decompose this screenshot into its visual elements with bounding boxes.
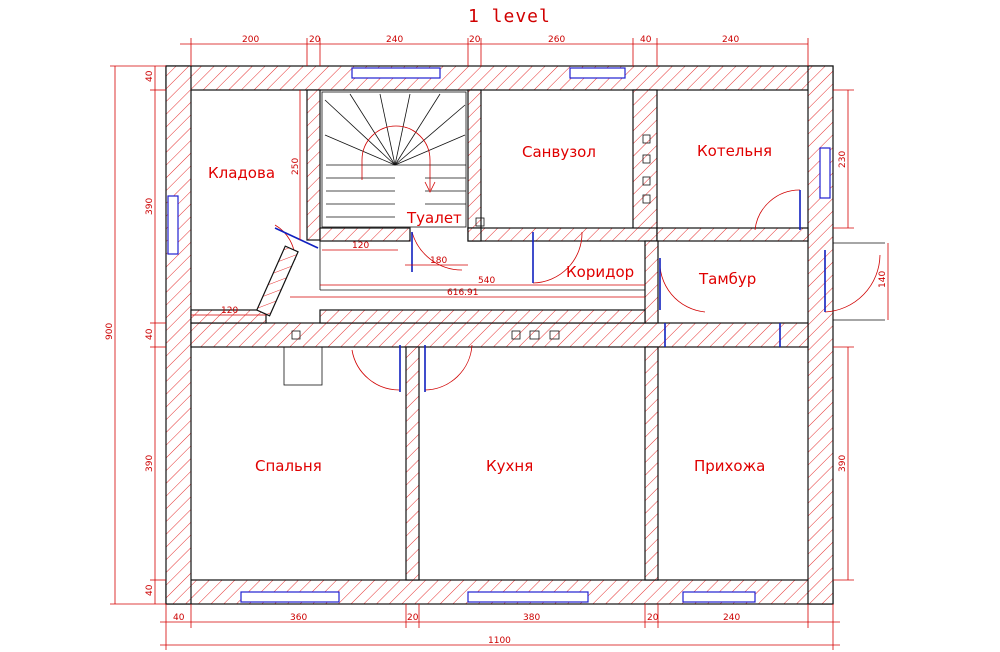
room-labels: Кладова Санвузол Котельня Туалет Коридор… (208, 142, 772, 475)
staircase (321, 91, 467, 228)
dim-storage-bottom: 120 (221, 306, 238, 316)
doors (256, 189, 885, 392)
room-label-bathroom: Санвузол (522, 143, 596, 161)
dim-left-3: 40 (145, 328, 155, 340)
dim-left-4: 390 (145, 455, 155, 472)
dim-corridor-length: 540 (478, 276, 495, 286)
room-label-storage: Кладова (208, 164, 275, 182)
dim-right-top: 230 (838, 151, 848, 168)
window-top-bath (569, 67, 626, 79)
dim-stair-height: 250 (291, 158, 301, 175)
window-bottom-bedroom (240, 591, 340, 603)
room-label-kitchen: Кухня (486, 457, 533, 475)
dim-top-2: 20 (309, 35, 321, 45)
dim-corridor-total: 616.91 (447, 288, 479, 298)
dim-bottom-2: 360 (290, 613, 307, 623)
vent-blocks (291, 134, 651, 340)
room-label-boiler: Котельня (697, 142, 772, 160)
room-label-hall: Прихожа (694, 457, 765, 475)
window-bottom-kitchen (467, 591, 589, 603)
window-top-stair (351, 67, 441, 79)
window-right-boiler (819, 147, 831, 199)
dim-stair-width: 120 (352, 241, 369, 251)
dim-top-5: 260 (548, 35, 565, 45)
dimension-labels: 200 20 240 20 260 40 240 40 360 20 380 2… (105, 35, 888, 646)
dim-total-width: 1100 (488, 636, 511, 646)
dim-top-3: 240 (386, 35, 403, 45)
window-left-storage (167, 195, 179, 255)
dim-top-4: 20 (469, 35, 481, 45)
dim-left-1: 40 (145, 70, 155, 82)
dim-toilet-width: 180 (430, 256, 447, 266)
dim-top-1: 200 (242, 35, 259, 45)
room-label-bedroom: Спальня (255, 457, 322, 475)
dimension-lines (110, 38, 889, 650)
windows (167, 67, 831, 603)
room-label-vestibule: Тамбур (698, 270, 756, 288)
dim-left-2: 390 (145, 198, 155, 215)
room-label-toilet: Туалет (406, 209, 462, 227)
plan-title: 1 level (468, 6, 551, 27)
room-label-corridor: Коридор (566, 263, 634, 281)
interior-walls (190, 89, 809, 581)
dim-top-6: 40 (640, 35, 652, 45)
dim-bottom-1: 40 (173, 613, 185, 623)
dim-top-7: 240 (722, 35, 739, 45)
dim-left-5: 40 (145, 584, 155, 596)
dim-bottom-6: 240 (723, 613, 740, 623)
dim-total-height: 900 (105, 323, 115, 340)
dim-bottom-4: 380 (523, 613, 540, 623)
dim-bottom-3: 20 (407, 613, 419, 623)
dim-right-bottom: 390 (838, 455, 848, 472)
dim-vestibule-depth: 140 (878, 271, 888, 288)
dim-bottom-5: 20 (647, 613, 659, 623)
window-bottom-hall (682, 591, 756, 603)
corridor-outline (319, 241, 645, 291)
